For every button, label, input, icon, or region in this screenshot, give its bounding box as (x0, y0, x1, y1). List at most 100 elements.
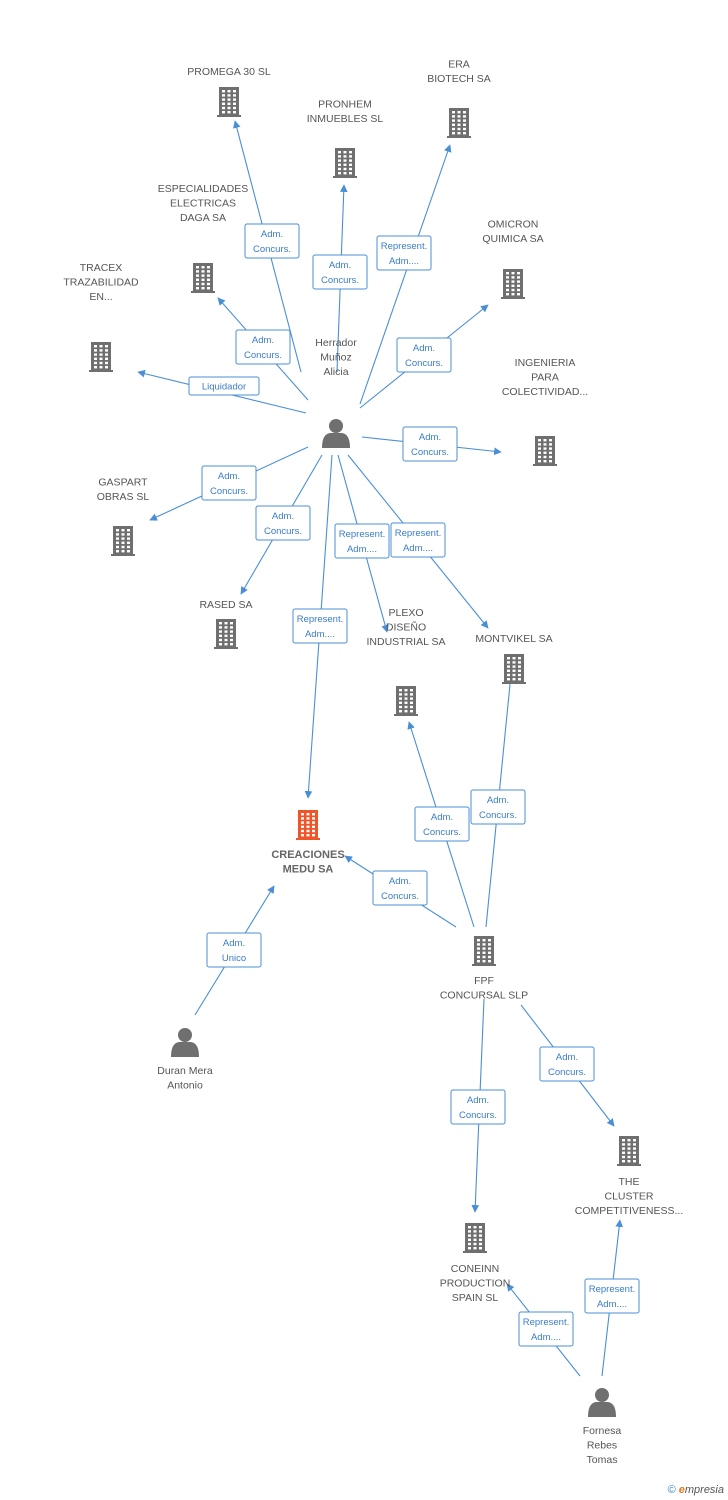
node-label: SPAIN SL (452, 1292, 499, 1304)
relation-label[interactable]: Represent.Adm.... (376, 235, 432, 271)
node-label: FPF (474, 975, 494, 987)
node-label: CLUSTER (604, 1191, 653, 1203)
relation-text: Represent. (589, 1284, 635, 1295)
edges-layer (137, 120, 624, 1377)
building-icon (111, 526, 135, 556)
relation-label[interactable]: Represent. Adm.... (292, 608, 348, 644)
relation-label[interactable]: Adm. Concurs. (450, 1089, 506, 1125)
relation-text: Adm. (389, 876, 411, 887)
node-label: QUIMICA SA (482, 233, 543, 245)
building-icon (333, 148, 357, 178)
relation-text: Adm.... (347, 544, 377, 555)
relation-text: Adm. (218, 471, 240, 482)
relation-label[interactable]: Adm. Concurs. (402, 426, 458, 462)
relation-text: Concurs. (381, 891, 419, 902)
node-label: PLEXO (388, 607, 423, 619)
relation-label[interactable]: Adm. Concurs. (201, 465, 257, 501)
relation-text: Concurs. (411, 447, 449, 458)
relation-label[interactable]: Adm.Concurs. (539, 1046, 595, 1082)
relation-label[interactable]: Adm.Concurs. (235, 329, 291, 365)
node-label: Muñoz (320, 352, 352, 364)
relation-text: Represent. (339, 529, 385, 540)
node-montvikel[interactable]: MONTVIKEL SA (475, 633, 553, 684)
node-label: EN... (89, 291, 112, 303)
node-label: ELECTRICAS (170, 198, 236, 210)
relation-text: Concurs. (423, 827, 461, 838)
relation-label[interactable]: Adm.Concurs. (396, 337, 452, 373)
relation-label[interactable]: Represent. Adm.... (390, 522, 446, 558)
relation-text: Adm. (329, 260, 351, 271)
relation-label[interactable]: Adm.Concurs. (255, 505, 311, 541)
node-cluster[interactable]: THECLUSTERCOMPETITIVENESS... (575, 1136, 684, 1217)
relation-label[interactable]: Represent. Adm.... (334, 523, 390, 559)
node-label: Duran Mera (157, 1065, 213, 1077)
relation-text: Liquidador (202, 382, 246, 393)
relation-text: Concurs. (210, 486, 248, 497)
relation-text: Adm. (467, 1095, 489, 1106)
relation-text: Adm. (419, 432, 441, 443)
brand-logo-text: mpresia (684, 1484, 724, 1496)
relation-text: Adm. (272, 511, 294, 522)
relation-text: Unico (222, 953, 246, 964)
relation-text: Concurs. (459, 1110, 497, 1121)
relation-text: Adm. (556, 1052, 578, 1063)
node-tracex[interactable]: TRACEXTRAZABILIDADEN... (63, 262, 139, 372)
relation-label[interactable]: Adm. Concurs. (372, 870, 428, 906)
relation-label[interactable]: Liquidador (188, 376, 260, 396)
node-promega[interactable]: PROMEGA 30 SL (187, 66, 271, 117)
node-label: Herrador (315, 337, 357, 349)
node-label: PRONHEM (318, 99, 372, 111)
relation-label[interactable]: Adm.Concurs. (244, 223, 300, 259)
node-rased[interactable]: RASED SA (199, 599, 253, 649)
relation-label[interactable]: Adm. Concurs. (312, 254, 368, 290)
building-icon (394, 686, 418, 716)
node-label: Antonio (167, 1080, 203, 1092)
node-label: MONTVIKEL SA (475, 633, 552, 645)
footer-brand[interactable]: ©empresia (668, 1484, 724, 1496)
node-label: RASED SA (199, 599, 252, 611)
building-icon (463, 1223, 487, 1253)
relation-text: Represent. (395, 528, 441, 539)
node-label: BIOTECH SA (427, 73, 491, 85)
node-omicron[interactable]: OMICRON QUIMICA SA (482, 219, 544, 300)
node-label: CONEINN (451, 1263, 499, 1275)
building-icon (191, 263, 215, 293)
node-label: PARA (531, 372, 559, 384)
building-icon (296, 810, 320, 840)
node-label: INDUSTRIAL SA (367, 636, 446, 648)
relation-text: Concurs. (253, 244, 291, 255)
node-label: PROMEGA 30 SL (187, 66, 271, 78)
relation-label[interactable]: Adm.Concurs. (470, 789, 526, 825)
relation-text: Concurs. (405, 358, 443, 369)
relation-text: Adm.... (531, 1332, 561, 1343)
relation-text: Concurs. (479, 810, 517, 821)
building-icon (472, 936, 496, 966)
relation-text: Concurs. (321, 275, 359, 286)
relation-text: Represent. (297, 614, 343, 625)
building-icon (447, 108, 471, 138)
relation-text: Adm.... (403, 543, 433, 554)
building-icon (502, 654, 526, 684)
relation-text: Represent. (523, 1317, 569, 1328)
building-icon (89, 342, 113, 372)
node-ingenieria[interactable]: INGENIERIAPARACOLECTIVIDAD... (502, 357, 588, 466)
relation-label[interactable]: Represent. Adm.... (518, 1311, 574, 1347)
relation-label[interactable]: Adm.Concurs. (414, 806, 470, 842)
node-label: OMICRON (488, 219, 539, 231)
relation-text: Concurs. (244, 350, 282, 361)
relation-label[interactable]: Adm.Unico (206, 932, 262, 968)
node-label: INGENIERIA (515, 357, 576, 369)
relation-text: Adm.... (305, 629, 335, 640)
relation-label[interactable]: Represent.Adm.... (584, 1278, 640, 1314)
